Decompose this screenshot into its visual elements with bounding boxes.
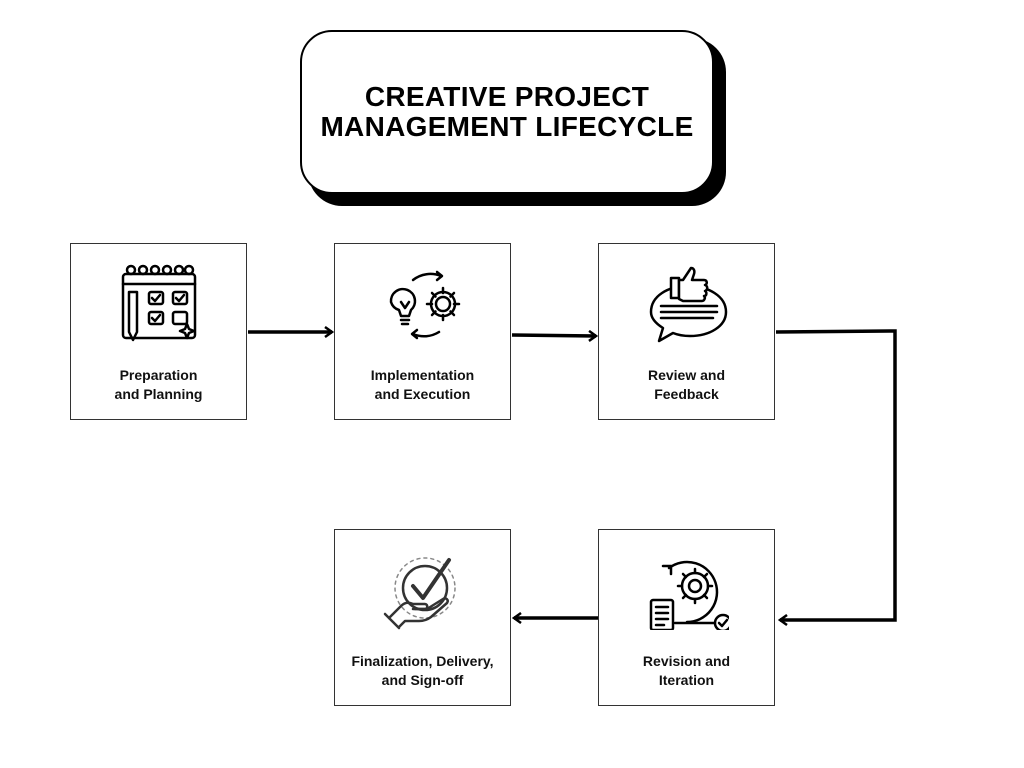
step-label-line-1: Finalization, Delivery,	[351, 653, 494, 669]
step-revision-iteration: Revision and Iteration	[598, 529, 775, 706]
arrow-execution-to-review	[511, 335, 596, 336]
gear-cycle-document-icon	[649, 560, 729, 630]
hand-checkmark-icon	[383, 557, 456, 630]
step-finalization-delivery-signoff: Finalization, Delivery, and Sign-off	[334, 529, 511, 706]
lightbulb-gear-icon	[389, 270, 461, 340]
step-label-line-1: Preparation	[119, 367, 198, 383]
step-label-line-1: Review and	[647, 367, 726, 383]
step-label: Implementation and Execution	[335, 366, 510, 404]
step-review-feedback: Review and Feedback	[598, 243, 775, 420]
title-line-1: CREATIVE PROJECT	[364, 81, 650, 112]
step-label-line-1: Revision and	[642, 653, 731, 669]
step-label: Finalization, Delivery, and Sign-off	[335, 652, 510, 690]
diagram-title: CREATIVE PROJECT MANAGEMENT LIFECYCLE	[320, 82, 693, 142]
step-preparation-planning: Preparation and Planning	[70, 243, 247, 420]
thumbs-up-speech-bubble-icon	[649, 266, 728, 343]
step-label: Review and Feedback	[599, 366, 774, 404]
step-label-line-2: and Planning	[114, 386, 203, 402]
step-label-line-2: and Sign-off	[381, 672, 464, 688]
step-label-line-2: Iteration	[658, 672, 715, 688]
calendar-checklist-icon	[121, 264, 197, 342]
title-box: CREATIVE PROJECT MANAGEMENT LIFECYCLE	[300, 30, 714, 194]
step-label-line-2: and Execution	[374, 386, 471, 402]
step-implementation-execution: Implementation and Execution	[334, 243, 511, 420]
step-label-line-1: Implementation	[370, 367, 475, 383]
step-label: Revision and Iteration	[599, 652, 774, 690]
step-label: Preparation and Planning	[71, 366, 246, 404]
arrow-review-to-revision	[775, 329, 897, 620]
step-label-line-2: Feedback	[654, 386, 719, 402]
title-line-2: MANAGEMENT LIFECYCLE	[320, 111, 694, 142]
